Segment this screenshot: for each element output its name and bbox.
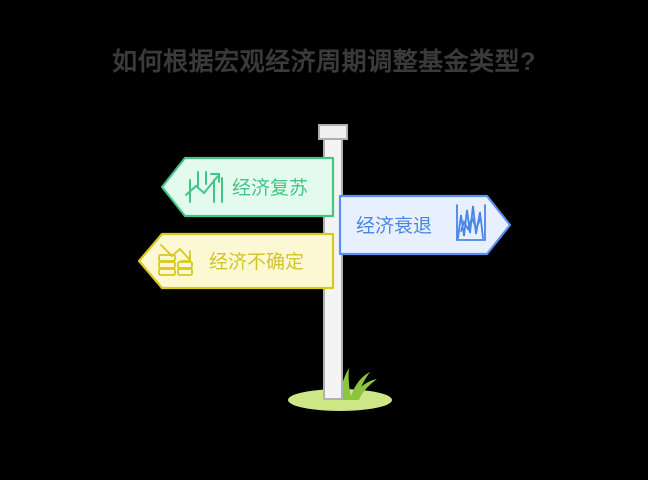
page-title: 如何根据宏观经济周期调整基金类型? bbox=[112, 48, 536, 76]
grass-tuft-blade-right bbox=[352, 379, 377, 400]
volatile-line-chart-icon bbox=[456, 204, 486, 241]
post-cap bbox=[318, 124, 348, 140]
sign-uncertainty[interactable]: 经济不确定 bbox=[137, 232, 335, 290]
sign-recession-label: 经济衰退 bbox=[356, 215, 432, 237]
coins-declining-arrow-icon bbox=[158, 244, 193, 276]
bar-chart-rising-arrow-icon bbox=[185, 171, 223, 203]
sign-recovery[interactable]: 经济复苏 bbox=[160, 156, 335, 218]
sign-recession[interactable]: 经济衰退 bbox=[338, 194, 512, 256]
sign-recovery-plate[interactable] bbox=[160, 156, 335, 218]
sign-recovery-label: 经济复苏 bbox=[232, 177, 308, 199]
grass-tuft-icon bbox=[340, 368, 370, 400]
sign-uncertainty-label: 经济不确定 bbox=[209, 251, 304, 273]
